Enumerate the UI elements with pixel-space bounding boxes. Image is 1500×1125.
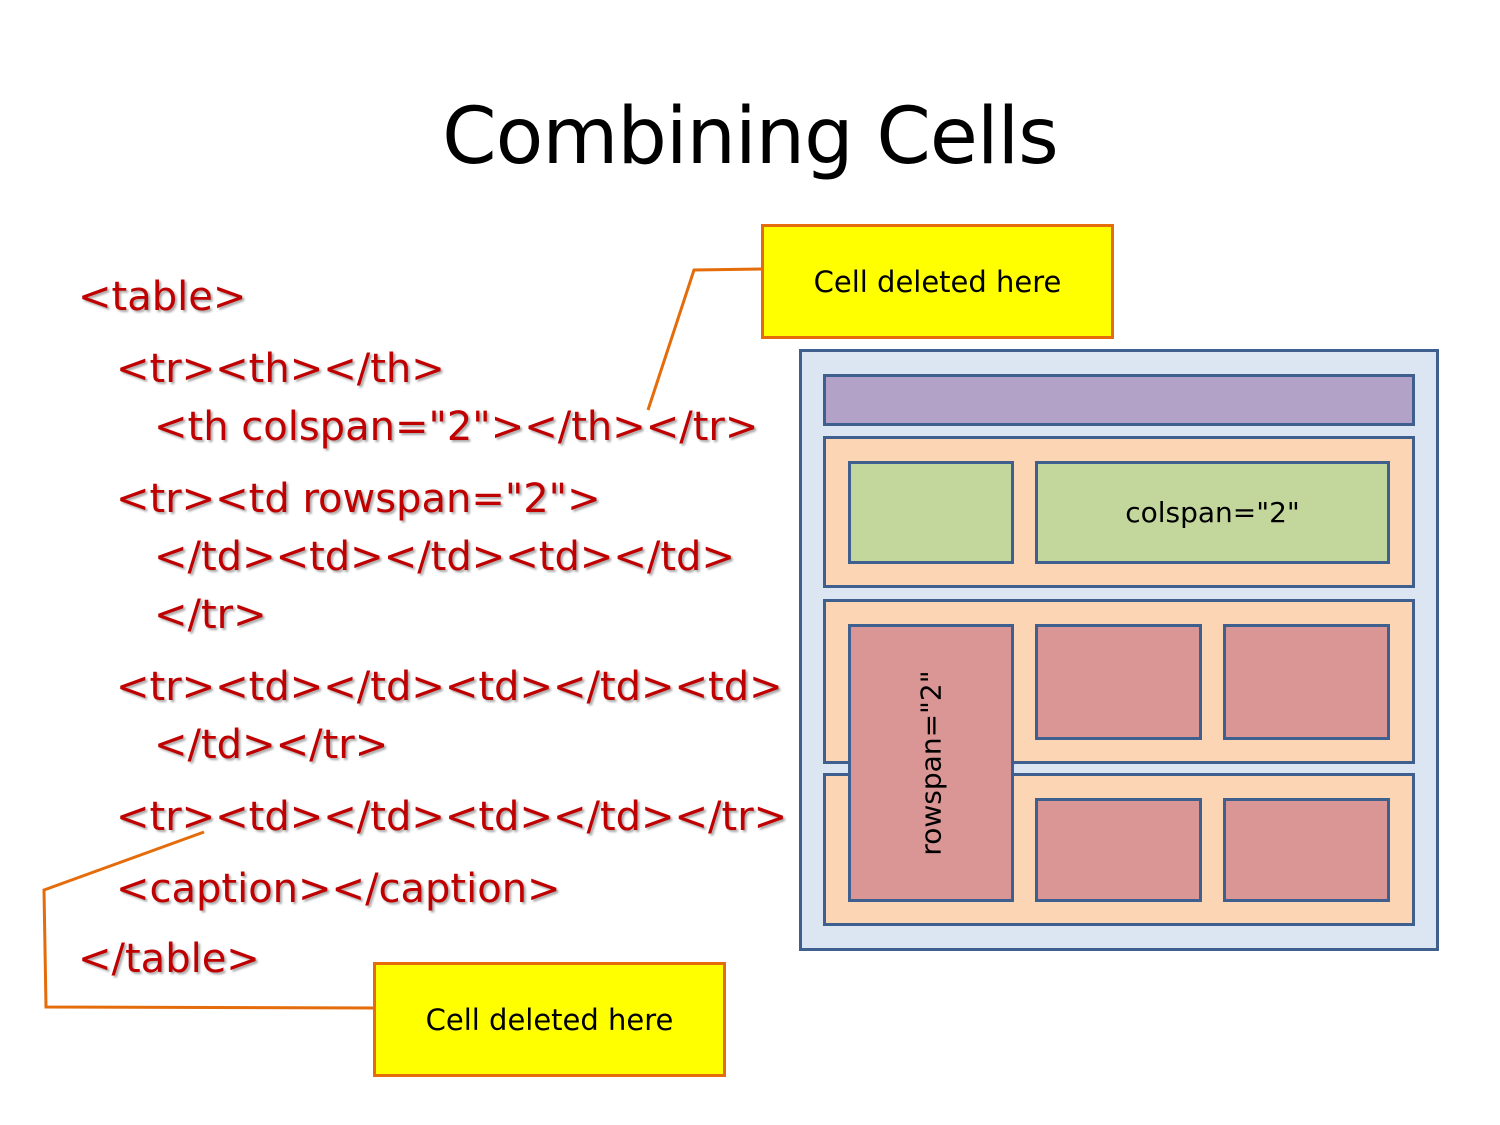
callout-bottom-text: Cell deleted here bbox=[425, 1002, 674, 1037]
colspan-label: colspan="2" bbox=[1125, 496, 1300, 529]
header-cell-colspan: colspan="2" bbox=[1035, 461, 1390, 564]
callout-top-text: Cell deleted here bbox=[813, 264, 1062, 299]
code-line-row2-2: </td><td></td><td></td> bbox=[154, 534, 735, 580]
code-line-row3-1: <tr><td></td><td></td><td> bbox=[116, 664, 783, 710]
header-cell-empty bbox=[848, 461, 1014, 564]
code-line-table-open: <table> bbox=[78, 274, 247, 320]
code-line-header-row-1: <tr><th></th> bbox=[116, 346, 445, 392]
cell-rowspan: rowspan="2" bbox=[848, 624, 1014, 902]
code-line-table-close: </table> bbox=[78, 936, 260, 982]
code-line-caption: <caption></caption> bbox=[116, 866, 561, 912]
code-line-row2-3: </tr> bbox=[154, 592, 267, 638]
slide-title: Combining Cells bbox=[442, 92, 1059, 182]
code-line-header-row-2: <th colspan="2"></th></tr> bbox=[154, 404, 759, 450]
cell-row2-col3 bbox=[1223, 624, 1390, 740]
code-line-row2-1: <tr><td rowspan="2"> bbox=[116, 476, 601, 522]
code-line-row3-2: </td></tr> bbox=[154, 722, 389, 768]
cell-row3-col3 bbox=[1223, 798, 1390, 902]
code-line-row4: <tr><td></td><td></td></tr> bbox=[116, 794, 788, 840]
callout-bottom: Cell deleted here bbox=[373, 962, 726, 1077]
callout-top: Cell deleted here bbox=[761, 224, 1114, 339]
top-callout-connector bbox=[646, 267, 763, 411]
rowspan-label: rowspan="2" bbox=[914, 670, 948, 856]
bottom-callout-connector bbox=[42, 830, 377, 1010]
cell-row3-col2 bbox=[1035, 798, 1202, 902]
header-row-caption bbox=[823, 374, 1415, 426]
cell-row2-col2 bbox=[1035, 624, 1202, 740]
